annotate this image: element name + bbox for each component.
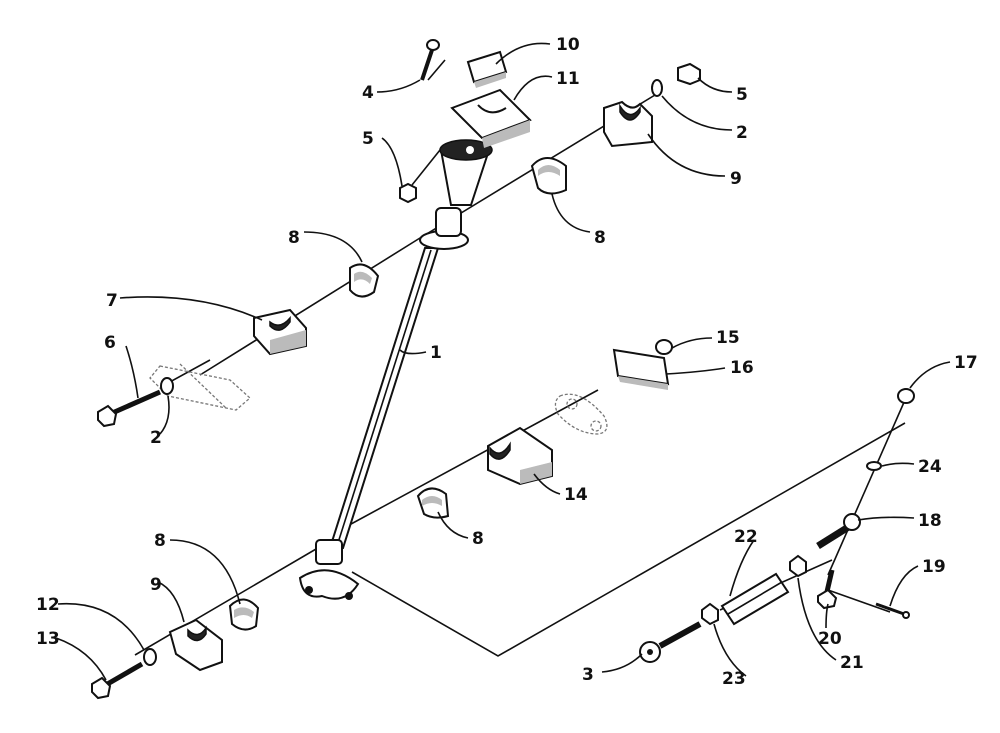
cotter-pin-19 bbox=[875, 602, 910, 619]
part-label-20: 20 bbox=[818, 629, 842, 649]
bracket-10 bbox=[466, 50, 508, 88]
part-label-6: 6 bbox=[104, 333, 116, 353]
nut-21 bbox=[789, 554, 807, 578]
bolt-13 bbox=[91, 661, 144, 700]
part-label-4: 4 bbox=[362, 83, 374, 103]
part-label-2: 2 bbox=[150, 428, 162, 448]
nut-17 bbox=[897, 388, 915, 404]
part-label-24: 24 bbox=[918, 457, 942, 477]
part-label-5: 5 bbox=[736, 85, 748, 105]
nut-5-right bbox=[677, 62, 701, 86]
part-label-8: 8 bbox=[154, 531, 166, 551]
bushing-8-lower bbox=[228, 598, 260, 631]
washer-12 bbox=[143, 648, 157, 666]
part-label-17: 17 bbox=[954, 353, 978, 373]
bushing-8-upper-left bbox=[349, 263, 380, 298]
part-label-21: 21 bbox=[840, 653, 864, 673]
part-label-8: 8 bbox=[472, 529, 484, 549]
bushing-8-middle bbox=[416, 487, 450, 519]
part-label-11: 11 bbox=[556, 69, 580, 89]
part-label-9: 9 bbox=[730, 169, 742, 189]
mount-bracket-ghost bbox=[149, 363, 251, 411]
part-label-16: 16 bbox=[730, 358, 754, 378]
link-plate-ghost bbox=[554, 393, 608, 435]
bushing-8-upper-right bbox=[530, 157, 567, 195]
steering-post bbox=[298, 139, 493, 600]
bearing-cap-9-lower bbox=[168, 618, 223, 672]
leader-lines bbox=[55, 42, 951, 681]
washer-2-upper bbox=[651, 79, 663, 97]
bearing-cap-7 bbox=[253, 308, 307, 356]
nut-15 bbox=[655, 339, 673, 355]
part-label-12: 12 bbox=[36, 595, 60, 615]
washer-24 bbox=[866, 461, 882, 471]
part-label-8: 8 bbox=[594, 228, 606, 248]
part-label-15: 15 bbox=[716, 328, 740, 348]
rod-end-18 bbox=[816, 513, 861, 549]
part-label-8: 8 bbox=[288, 228, 300, 248]
part-label-13: 13 bbox=[36, 629, 60, 649]
nut-23 bbox=[701, 602, 719, 626]
clamp-block-11 bbox=[450, 88, 532, 148]
nut-5-left bbox=[399, 182, 417, 204]
bearing-cap-9-upper bbox=[603, 100, 653, 148]
washer-2-left bbox=[160, 377, 174, 395]
tie-rod-22 bbox=[720, 572, 790, 626]
part-label-5: 5 bbox=[362, 129, 374, 149]
bolt-6 bbox=[97, 389, 162, 428]
rod-end-3 bbox=[639, 621, 702, 663]
part-label-7: 7 bbox=[106, 291, 118, 311]
part-label-22: 22 bbox=[734, 527, 758, 547]
part-label-3: 3 bbox=[582, 665, 594, 685]
part-label-2: 2 bbox=[736, 123, 748, 143]
bearing-cap-14 bbox=[487, 426, 553, 486]
part-labels: 10 11 4 5 5 2 9 8 8 7 6 2 1 15 16 17 24 … bbox=[36, 35, 978, 689]
part-label-23: 23 bbox=[722, 669, 746, 689]
part-label-9: 9 bbox=[150, 575, 162, 595]
part-label-19: 19 bbox=[922, 557, 946, 577]
plate-16 bbox=[612, 348, 670, 390]
part-label-10: 10 bbox=[556, 35, 580, 55]
bolt-4 bbox=[420, 39, 440, 81]
part-label-1: 1 bbox=[430, 343, 442, 363]
bolt-20 bbox=[817, 569, 838, 610]
part-label-14: 14 bbox=[564, 485, 588, 505]
part-label-18: 18 bbox=[918, 511, 942, 531]
